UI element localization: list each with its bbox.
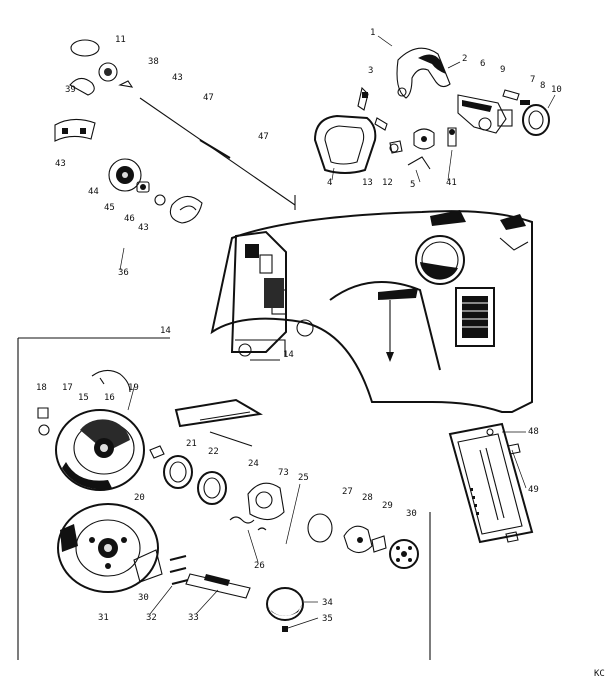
upper-left-parts-group [54, 39, 296, 224]
label-31: 31 [98, 613, 109, 623]
label-41: 41 [446, 178, 457, 188]
label-47b: 47 [258, 132, 269, 142]
label-14: 14 [160, 326, 171, 336]
stitch-plate-group [448, 422, 534, 544]
label-15: 15 [78, 393, 89, 403]
lower-left-parts-group [17, 337, 431, 660]
label-27: 27 [342, 487, 353, 497]
label-24: 24 [248, 459, 259, 469]
upper-right-parts-group [313, 47, 550, 174]
label-6: 6 [480, 59, 485, 69]
label-35: 35 [322, 614, 333, 624]
label-17: 17 [62, 383, 73, 393]
label-43a: 43 [172, 73, 183, 83]
label-28: 28 [362, 493, 373, 503]
label-11: 11 [115, 35, 126, 45]
label-16: 16 [104, 393, 115, 403]
label-26: 26 [254, 561, 265, 571]
label-19: 19 [128, 383, 139, 393]
label-1: 1 [370, 28, 375, 38]
label-29: 29 [382, 501, 393, 511]
label-12: 12 [382, 178, 393, 188]
machine-body [210, 210, 533, 413]
label-2: 2 [462, 54, 467, 64]
label-39: 39 [65, 85, 76, 95]
label-46: 46 [124, 214, 135, 224]
label-36: 36 [118, 268, 129, 278]
label-8: 8 [540, 81, 545, 91]
label-45: 45 [104, 203, 115, 213]
label-13: 13 [362, 178, 373, 188]
label-5: 5 [410, 180, 415, 190]
label-44: 44 [88, 187, 99, 197]
corner-mark: KC [594, 669, 605, 679]
label-48: 48 [528, 427, 539, 437]
label-47a: 47 [203, 93, 214, 103]
label-4: 4 [327, 178, 332, 188]
label-21: 21 [186, 439, 197, 449]
label-30b: 30 [138, 593, 149, 603]
label-34: 34 [322, 598, 333, 608]
label-49: 49 [528, 485, 539, 495]
label-30: 30 [406, 509, 417, 519]
label-73: 73 [278, 468, 289, 478]
label-20: 20 [134, 493, 145, 503]
label-14b: 14 [283, 350, 294, 360]
label-22: 22 [208, 447, 219, 457]
label-43c: 43 [138, 223, 149, 233]
label-38: 38 [148, 57, 159, 67]
label-32: 32 [146, 613, 157, 623]
label-18: 18 [36, 383, 47, 393]
label-10: 10 [551, 85, 562, 95]
leader-lines [119, 35, 556, 629]
label-7: 7 [530, 75, 535, 85]
label-43b: 43 [55, 159, 66, 169]
label-3: 3 [368, 66, 373, 76]
label-33: 33 [188, 613, 199, 623]
label-25: 25 [298, 473, 309, 483]
part-number-labels: 11 38 43 39 47 47 43 44 45 46 43 36 1 2 … [36, 28, 605, 679]
label-9: 9 [500, 65, 505, 75]
